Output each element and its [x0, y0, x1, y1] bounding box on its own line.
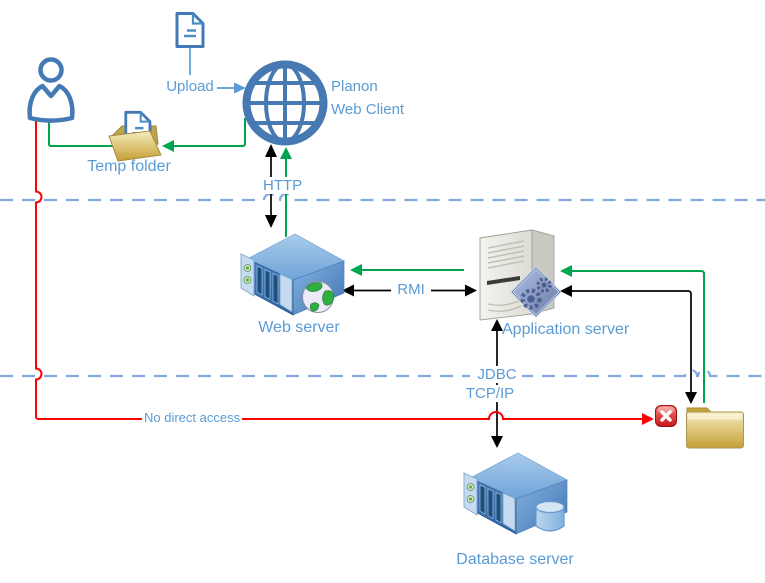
upload-connector [189, 48, 246, 94]
jdbc-label: JDBC [472, 366, 522, 384]
upload-label: Upload [163, 78, 217, 96]
database-badge-icon [535, 500, 565, 532]
rack-server-globe-icon [240, 233, 345, 316]
web-server-label: Web server [258, 319, 340, 336]
network-boundary-1 [0, 192, 765, 202]
tcpip-label: TCP/IP [459, 385, 521, 403]
globe-badge-icon [302, 281, 335, 313]
webclient-to-tempfolder-connector [162, 118, 246, 152]
appserver-folder-connector [560, 265, 705, 404]
no-direct-access-line [35, 107, 654, 425]
network-boundary-2 [0, 368, 765, 378]
red-x-icon [655, 405, 677, 427]
gear-diamond-icon [510, 266, 562, 318]
application-server-label: Application server [502, 321, 630, 338]
web-client-label: Planon Web Client [331, 78, 405, 118]
http-label: HTTP [261, 177, 305, 195]
document-icon [175, 12, 205, 48]
rmi-label: RMI [391, 281, 431, 299]
rack-server-database-icon [463, 452, 568, 535]
temp-folder-label: Temp folder [87, 158, 171, 175]
no-direct-access-label: No direct access [142, 410, 242, 426]
http-connector [265, 144, 292, 237]
closed-folder-icon [686, 407, 744, 449]
tower-server-gears-icon [479, 229, 562, 321]
user-icon [27, 57, 75, 123]
globe-icon [242, 60, 328, 146]
database-server-label: Database server [456, 551, 574, 568]
open-folder-icon [108, 110, 162, 162]
